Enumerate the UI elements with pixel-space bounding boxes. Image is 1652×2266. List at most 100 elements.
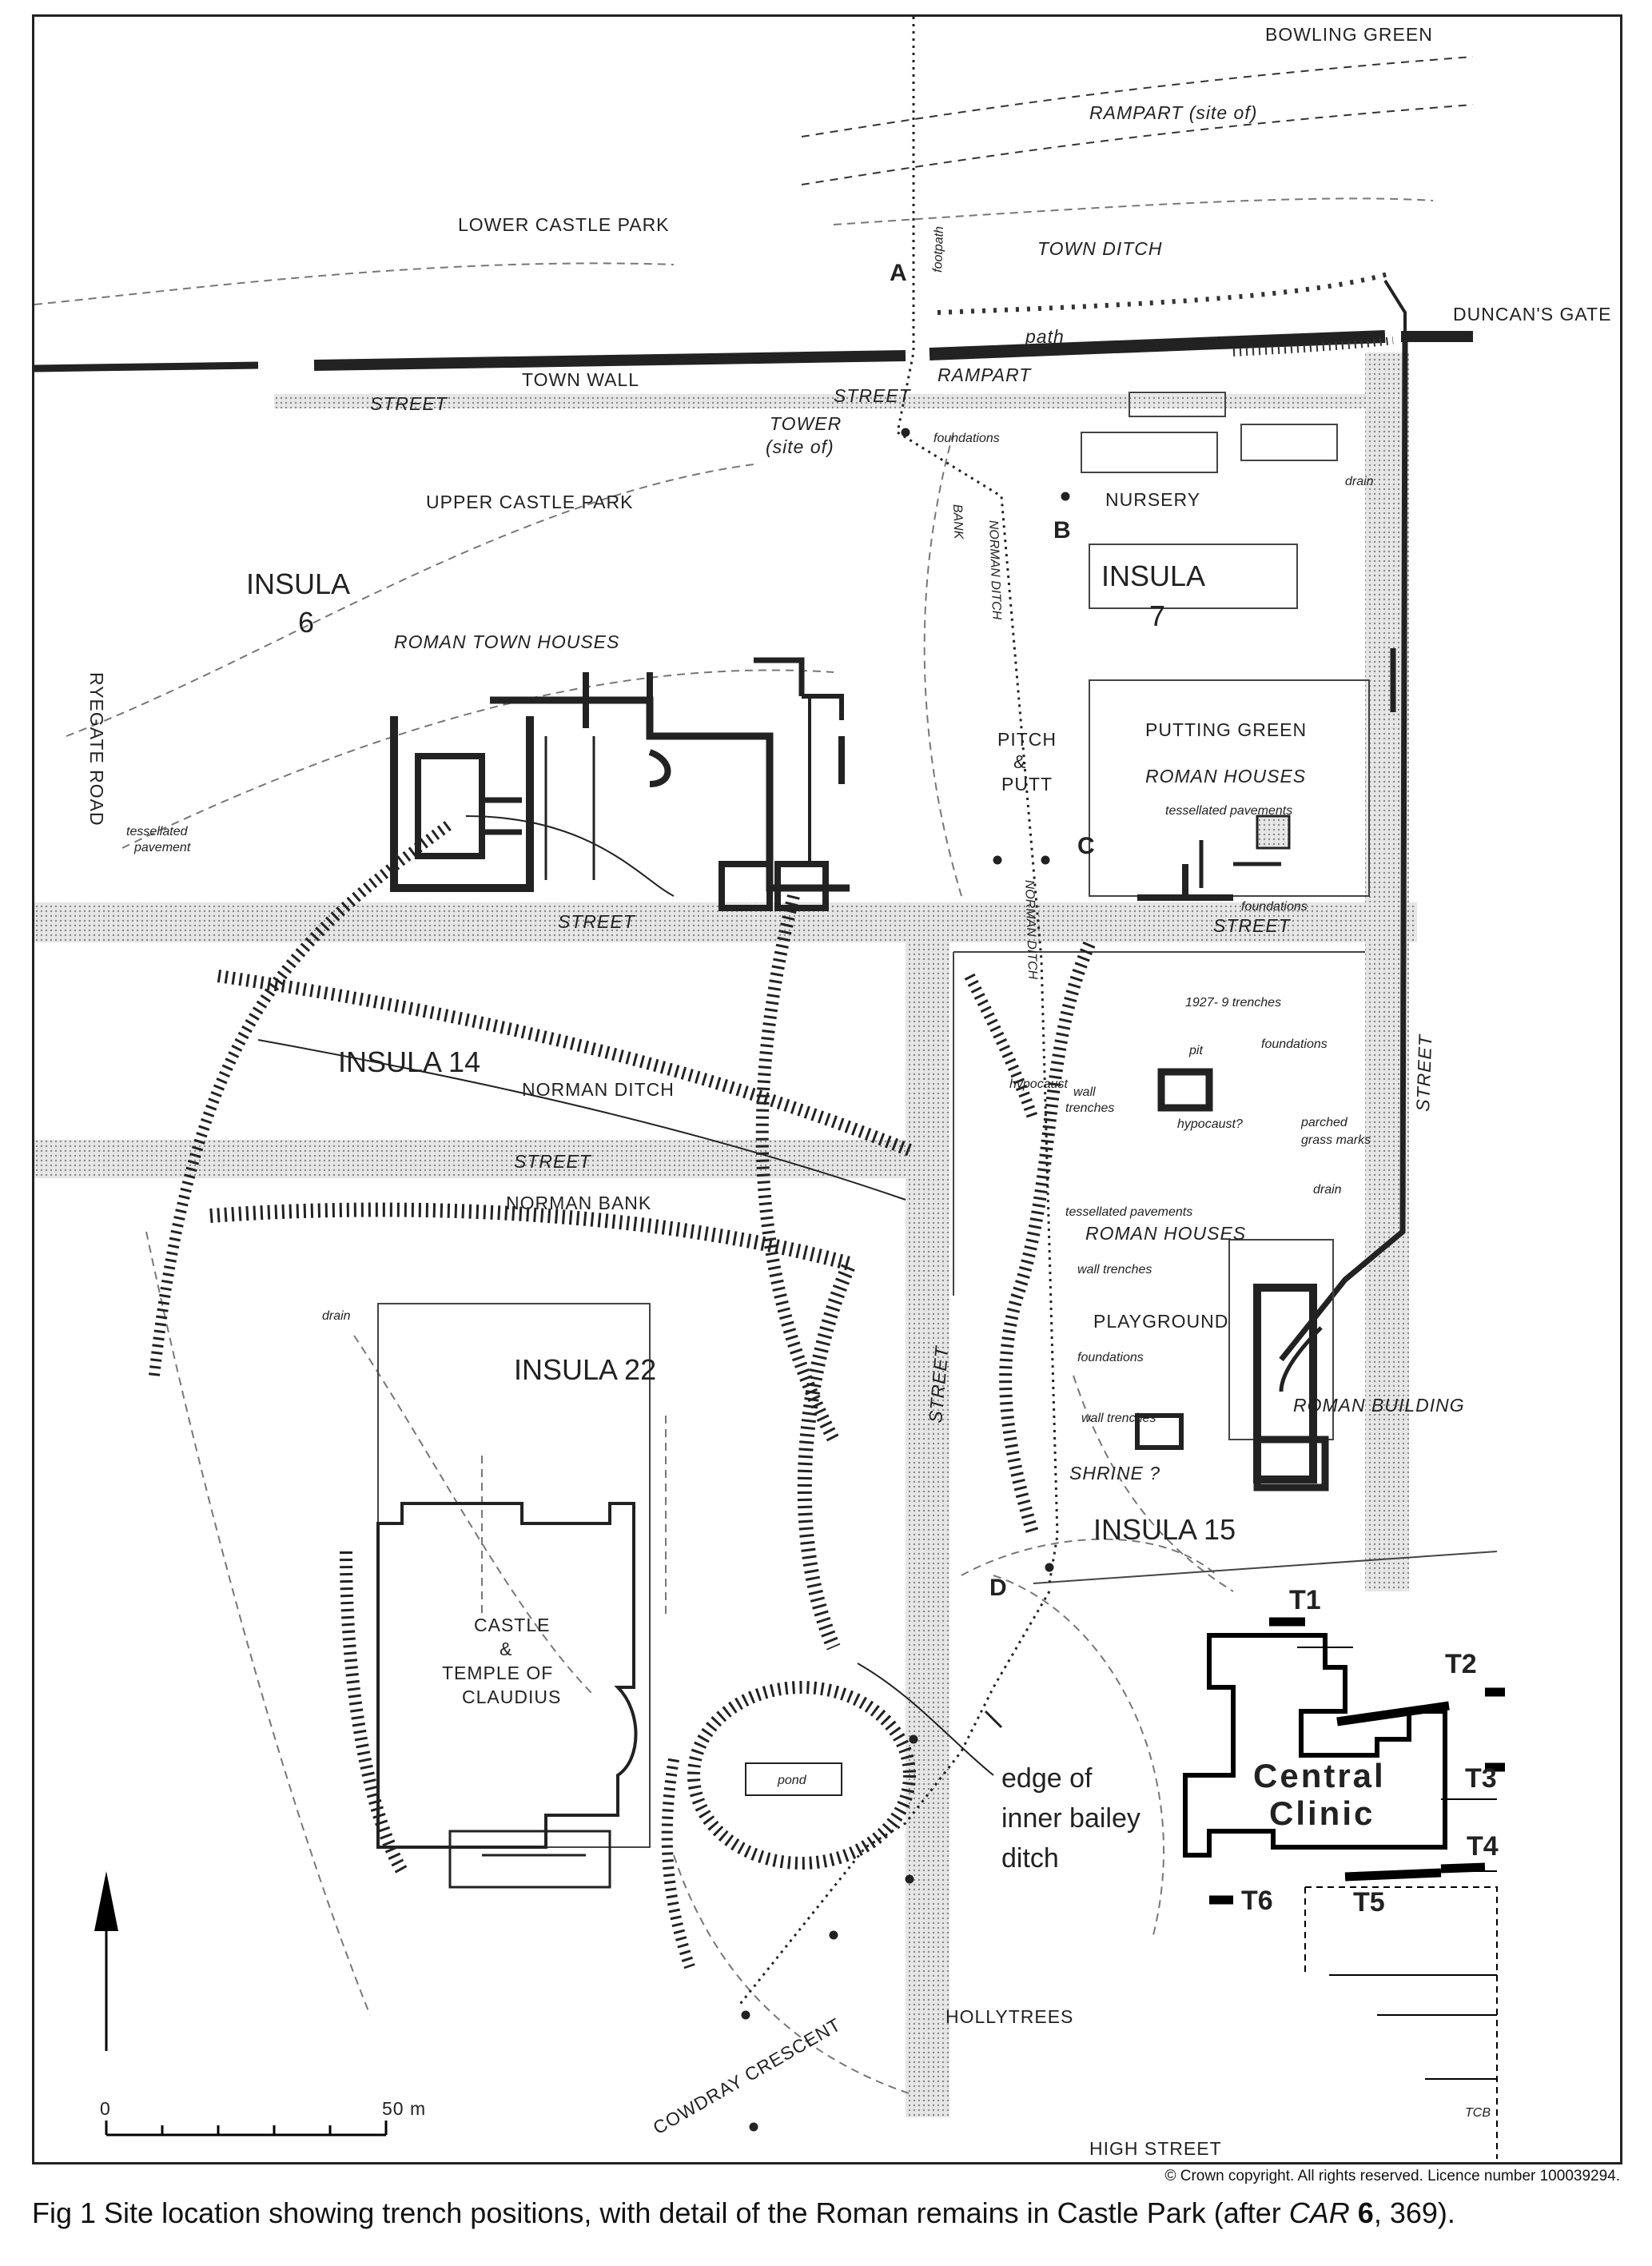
label-insula-7: INSULA [1101, 560, 1205, 592]
label-scale-end: 50 m [382, 2098, 426, 2119]
label-castle: CASTLE [474, 1615, 550, 1635]
label-tessellated-pavements-7: tessellated pavements [1165, 804, 1292, 818]
label-street-mid-west: STREET [558, 911, 636, 932]
label-rampart: RAMPART [937, 364, 1032, 385]
label-hypocaust-q: hypocaust? [1177, 1117, 1243, 1131]
label-claudius: CLAUDIUS [462, 1687, 561, 1707]
label-drain-west: drain [322, 1309, 351, 1323]
trench-t2-mark [1336, 1701, 1450, 1726]
label-trench-t6: T6 [1241, 1886, 1273, 1916]
roman-houses-east [1135, 648, 1396, 1491]
label-wall-trenches-2: wall trenches [1081, 1412, 1156, 1425]
label-putting-green: PUTTING GREEN [1145, 719, 1307, 740]
label-footpath: footpath [931, 226, 946, 273]
label-trench-t3: T3 [1465, 1763, 1497, 1794]
label-trenches: trenches [1065, 1101, 1114, 1115]
scale-bar [105, 2121, 388, 2137]
label-amp: & [1013, 751, 1026, 772]
label-street-mid-east: STREET [1213, 915, 1292, 936]
label-town-wall: TOWN WALL [522, 369, 639, 390]
label-roman-houses-15: ROMAN HOUSES [1085, 1223, 1246, 1244]
street-band-low [34, 1140, 929, 1178]
label-foundations-7: foundations [1241, 900, 1308, 914]
label-pavement: pavement [133, 841, 191, 854]
caption-main: Fig 1 Site location showing trench posit… [32, 2196, 1289, 2229]
caption-tail: , 369). [1373, 2196, 1455, 2229]
label-upper-castle-park: UPPER CASTLE PARK [426, 492, 633, 512]
label-trench-t4: T4 [1467, 1831, 1499, 1862]
copyright-note: © Crown copyright. All rights reserved. … [1164, 2168, 1620, 2184]
label-pit: pit [1188, 1044, 1203, 1057]
label-insula-15: INSULA 15 [1093, 1513, 1236, 1546]
label-hollytrees: HOLLYTREES [945, 2006, 1073, 2027]
label-duncans-gate: DUNCAN'S GATE [1453, 304, 1611, 325]
label-insula-7-num: 7 [1149, 599, 1165, 632]
site-map: BOWLING GREEN RAMPART (site of) LOWER CA… [34, 17, 1611, 2159]
label-point-c: C [1077, 833, 1095, 859]
label-clinic: Clinic [1269, 1794, 1375, 1832]
label-pitch: PITCH [997, 729, 1057, 750]
north-arrow [94, 1871, 118, 2051]
town-wall [34, 279, 1473, 1362]
label-insula-22: INSULA 22 [514, 1353, 656, 1386]
label-foundations-tower: foundations [933, 432, 1000, 445]
label-norman-ditch-north: NORMAN DITCH [986, 520, 1003, 620]
label-edge-of: edge of [1001, 1763, 1093, 1794]
label-pond: pond [777, 1774, 807, 1787]
label-tower: TOWER [770, 413, 842, 434]
map-labels: BOWLING GREEN RAMPART (site of) LOWER CA… [86, 24, 1611, 2159]
caption-vol: 6 [1357, 2196, 1374, 2229]
label-tcb: TCB [1465, 2106, 1491, 2120]
label-drain-east: drain [1313, 1183, 1342, 1197]
label-wall-trenches-1: wall trenches [1077, 1263, 1152, 1276]
label-central: Central [1253, 1757, 1386, 1794]
label-lower-castle-park: LOWER CASTLE PARK [458, 214, 670, 235]
label-hypocaust: hypocaust [1009, 1077, 1068, 1091]
label-insula-14: INSULA 14 [338, 1045, 480, 1078]
label-tessellated: tessellated [126, 825, 189, 838]
label-path: path [1025, 326, 1065, 347]
label-insula-6: INSULA [246, 567, 350, 600]
label-ryegate-road: RYEGATE ROAD [86, 672, 107, 826]
label-street-top-west: STREET [370, 393, 448, 414]
label-point-a: A [890, 260, 907, 286]
castle-keep [376, 1502, 638, 1889]
label-norman-ditch-mid: NORMAN DITCH [1022, 880, 1039, 980]
label-trench-t2: T2 [1445, 1649, 1477, 1679]
label-insula-6-num: 6 [298, 606, 314, 639]
label-grass-marks: grass marks [1301, 1133, 1371, 1147]
label-roman-building: ROMAN BUILDING [1293, 1395, 1465, 1416]
label-bank: BANK [950, 504, 965, 540]
label-street-east: STREET [1412, 1033, 1435, 1113]
norman-ditches [149, 815, 1096, 1969]
label-cowdray-crescent: COWDRAY CRESCENT [650, 2013, 845, 2138]
street-band-top [274, 394, 1409, 408]
label-nursery: NURSERY [1105, 489, 1200, 510]
label-inner-bailey: inner bailey [1001, 1803, 1140, 1834]
label-drain-north: drain [1345, 475, 1374, 488]
trench-t5-mark [1344, 1868, 1442, 1882]
label-playground: PLAYGROUND [1093, 1311, 1228, 1332]
label-scale-start: 0 [100, 2098, 111, 2119]
label-street-top: STREET [834, 385, 912, 406]
label-norman-ditch-14: NORMAN DITCH [522, 1079, 675, 1100]
label-putt: PUTT [1001, 774, 1053, 794]
label-trenches-1927: 1927- 9 trenches [1185, 996, 1281, 1010]
figure-caption: Fig 1 Site location showing trench posit… [32, 2196, 1455, 2230]
caption-ref: CAR [1288, 2196, 1350, 2229]
street-central [906, 902, 949, 2117]
label-rampart-site: RAMPART (site of) [1089, 102, 1257, 123]
label-foundations-15: foundations [1261, 1037, 1328, 1051]
label-temple-of: TEMPLE OF [442, 1663, 553, 1683]
label-street-low: STREET [514, 1151, 592, 1172]
trench-marks [1209, 1617, 1505, 1905]
label-point-b: B [1053, 517, 1071, 544]
label-wall: wall [1073, 1085, 1096, 1099]
label-point-d: D [989, 1575, 1007, 1601]
map-frame: BOWLING GREEN RAMPART (site of) LOWER CA… [32, 14, 1622, 2164]
label-trench-t5: T5 [1353, 1887, 1385, 1918]
label-ditch: ditch [1001, 1843, 1059, 1874]
section-lines [736, 17, 1070, 2132]
label-tessellated-pavements-15: tessellated pavements [1065, 1205, 1192, 1219]
label-roman-houses-7: ROMAN HOUSES [1145, 766, 1306, 787]
